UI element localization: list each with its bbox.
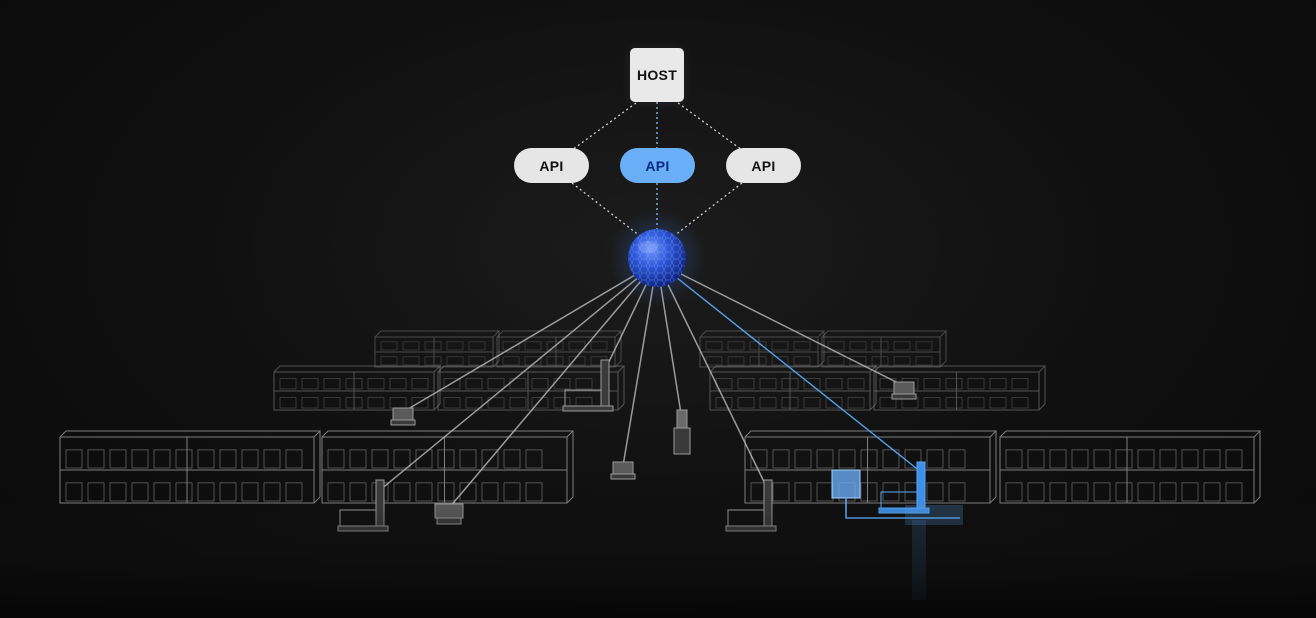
shelf-rack [321, 430, 575, 504]
storage-racks-front [59, 430, 1262, 504]
robot-link [656, 261, 922, 473]
api-node-center: API [620, 148, 695, 183]
mobile-robot-icon [610, 461, 636, 480]
robot-link [448, 261, 658, 509]
robot-link [379, 261, 658, 491]
link-host-api-left [571, 99, 641, 151]
shelf-rack [437, 365, 626, 411]
host-label: HOST [636, 67, 678, 83]
pallet-box-icon [831, 469, 861, 499]
api-label-center: API [645, 157, 670, 174]
tugger-robot-icon [673, 409, 691, 455]
shelf-rack [999, 430, 1262, 504]
api-node-right: API [726, 148, 801, 183]
shelf-rack [374, 330, 501, 368]
host-node: HOST [630, 48, 684, 102]
hub [609, 210, 705, 306]
shelf-rack [744, 430, 998, 504]
storage-racks-back [273, 330, 1047, 411]
shelf-rack [59, 430, 322, 504]
shelf-rack [273, 365, 442, 411]
shelf-rack [821, 330, 948, 368]
api-label-left: API [539, 157, 564, 174]
shelf-rack [496, 330, 623, 368]
forklift-robot-icon [562, 359, 614, 412]
link-host-api-right [673, 99, 743, 151]
mobile-robot-icon [891, 381, 917, 400]
robot-link [402, 261, 658, 413]
api-label-right: API [751, 157, 776, 174]
shelf-rack [709, 365, 878, 411]
shelf-rack [699, 330, 826, 368]
mobile-robot-icon [390, 407, 416, 426]
shelf-rack [873, 365, 1047, 411]
robot-links [379, 261, 922, 509]
api-node-left: API [514, 148, 589, 183]
